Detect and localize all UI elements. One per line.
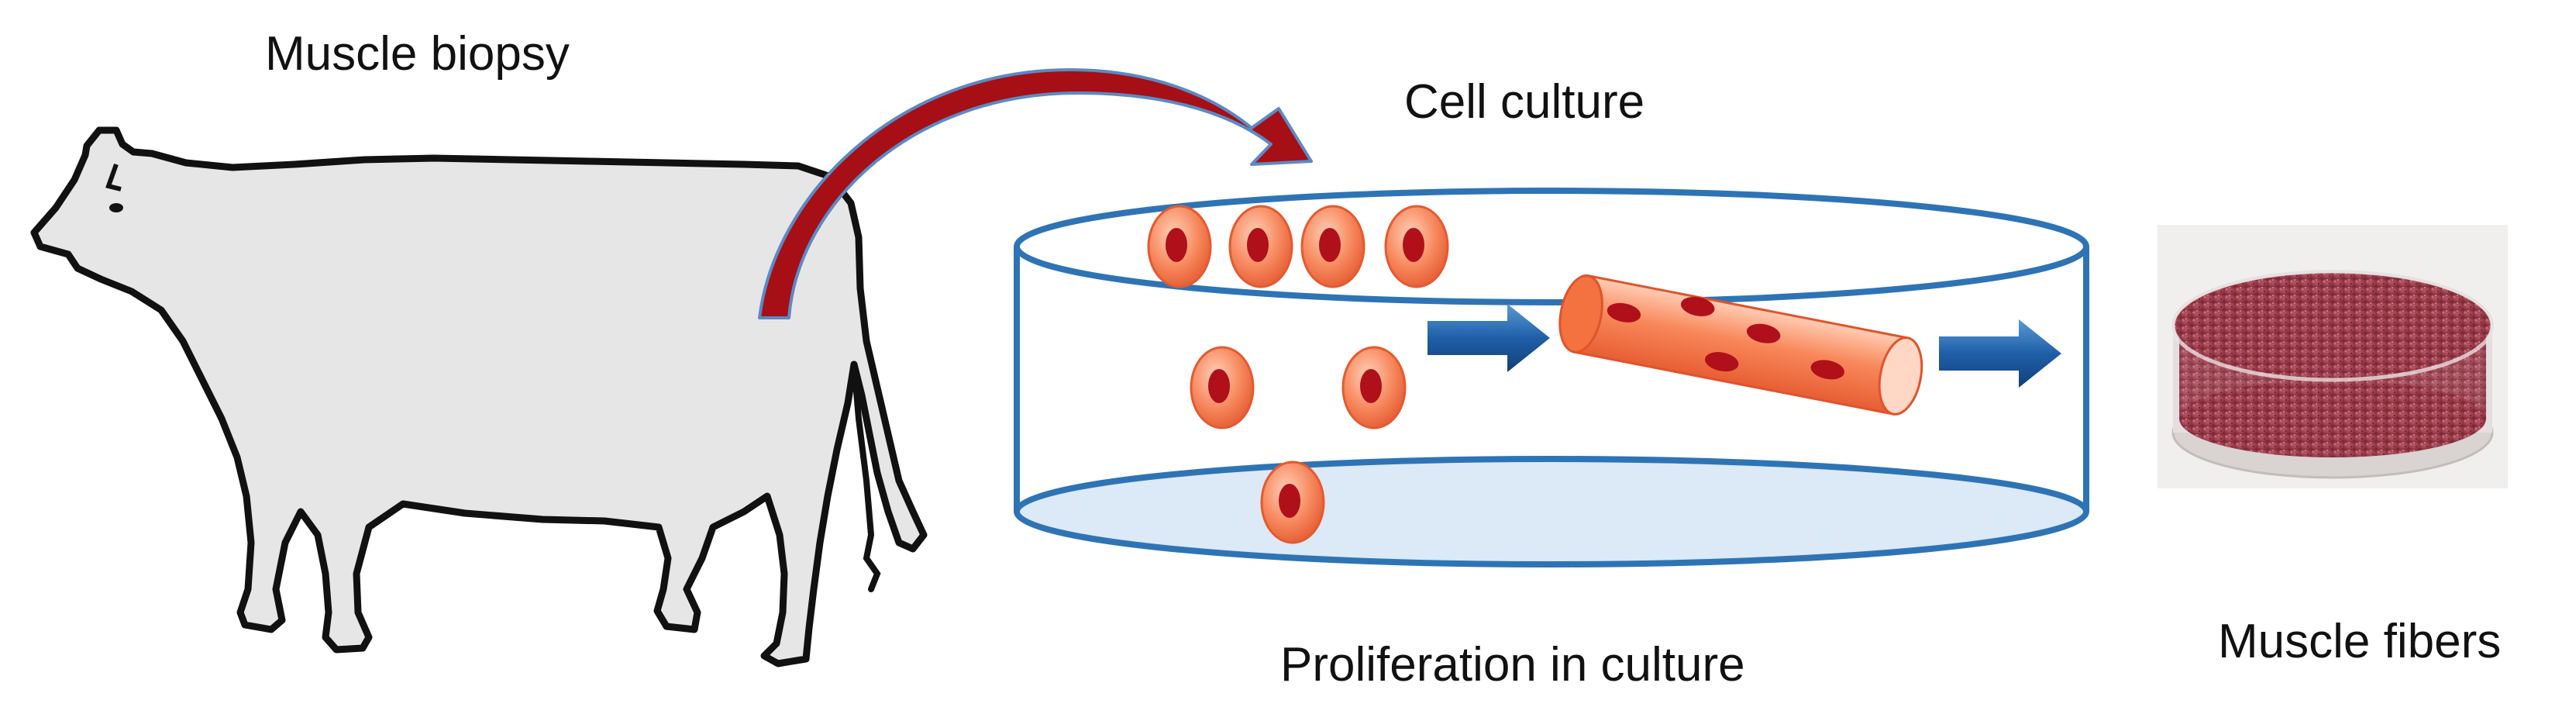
muscle-cell <box>1341 346 1407 429</box>
label-muscle-fibers: Muscle fibers <box>2218 615 2501 668</box>
muscle-cell <box>1260 460 1325 544</box>
muscle-fiber-cylinder <box>1558 274 1923 416</box>
muscle-cell <box>1300 205 1365 288</box>
muscle-cells <box>1147 205 1449 544</box>
muscle-cell <box>1190 346 1255 429</box>
process-arrow-icon <box>1427 304 1550 372</box>
cultured-meat-photo <box>2158 225 2508 488</box>
cow-silhouette <box>30 126 928 667</box>
label-muscle-biopsy: Muscle biopsy <box>265 27 570 81</box>
process-arrow-icon <box>1939 319 2061 388</box>
label-cell-culture: Cell culture <box>1404 75 1644 129</box>
curved-arrow-icon <box>758 68 1313 319</box>
muscle-cell <box>1228 205 1293 288</box>
muscle-cell <box>1384 205 1449 288</box>
muscle-cell <box>1147 205 1212 288</box>
label-proliferation: Proliferation in culture <box>1280 638 1745 692</box>
